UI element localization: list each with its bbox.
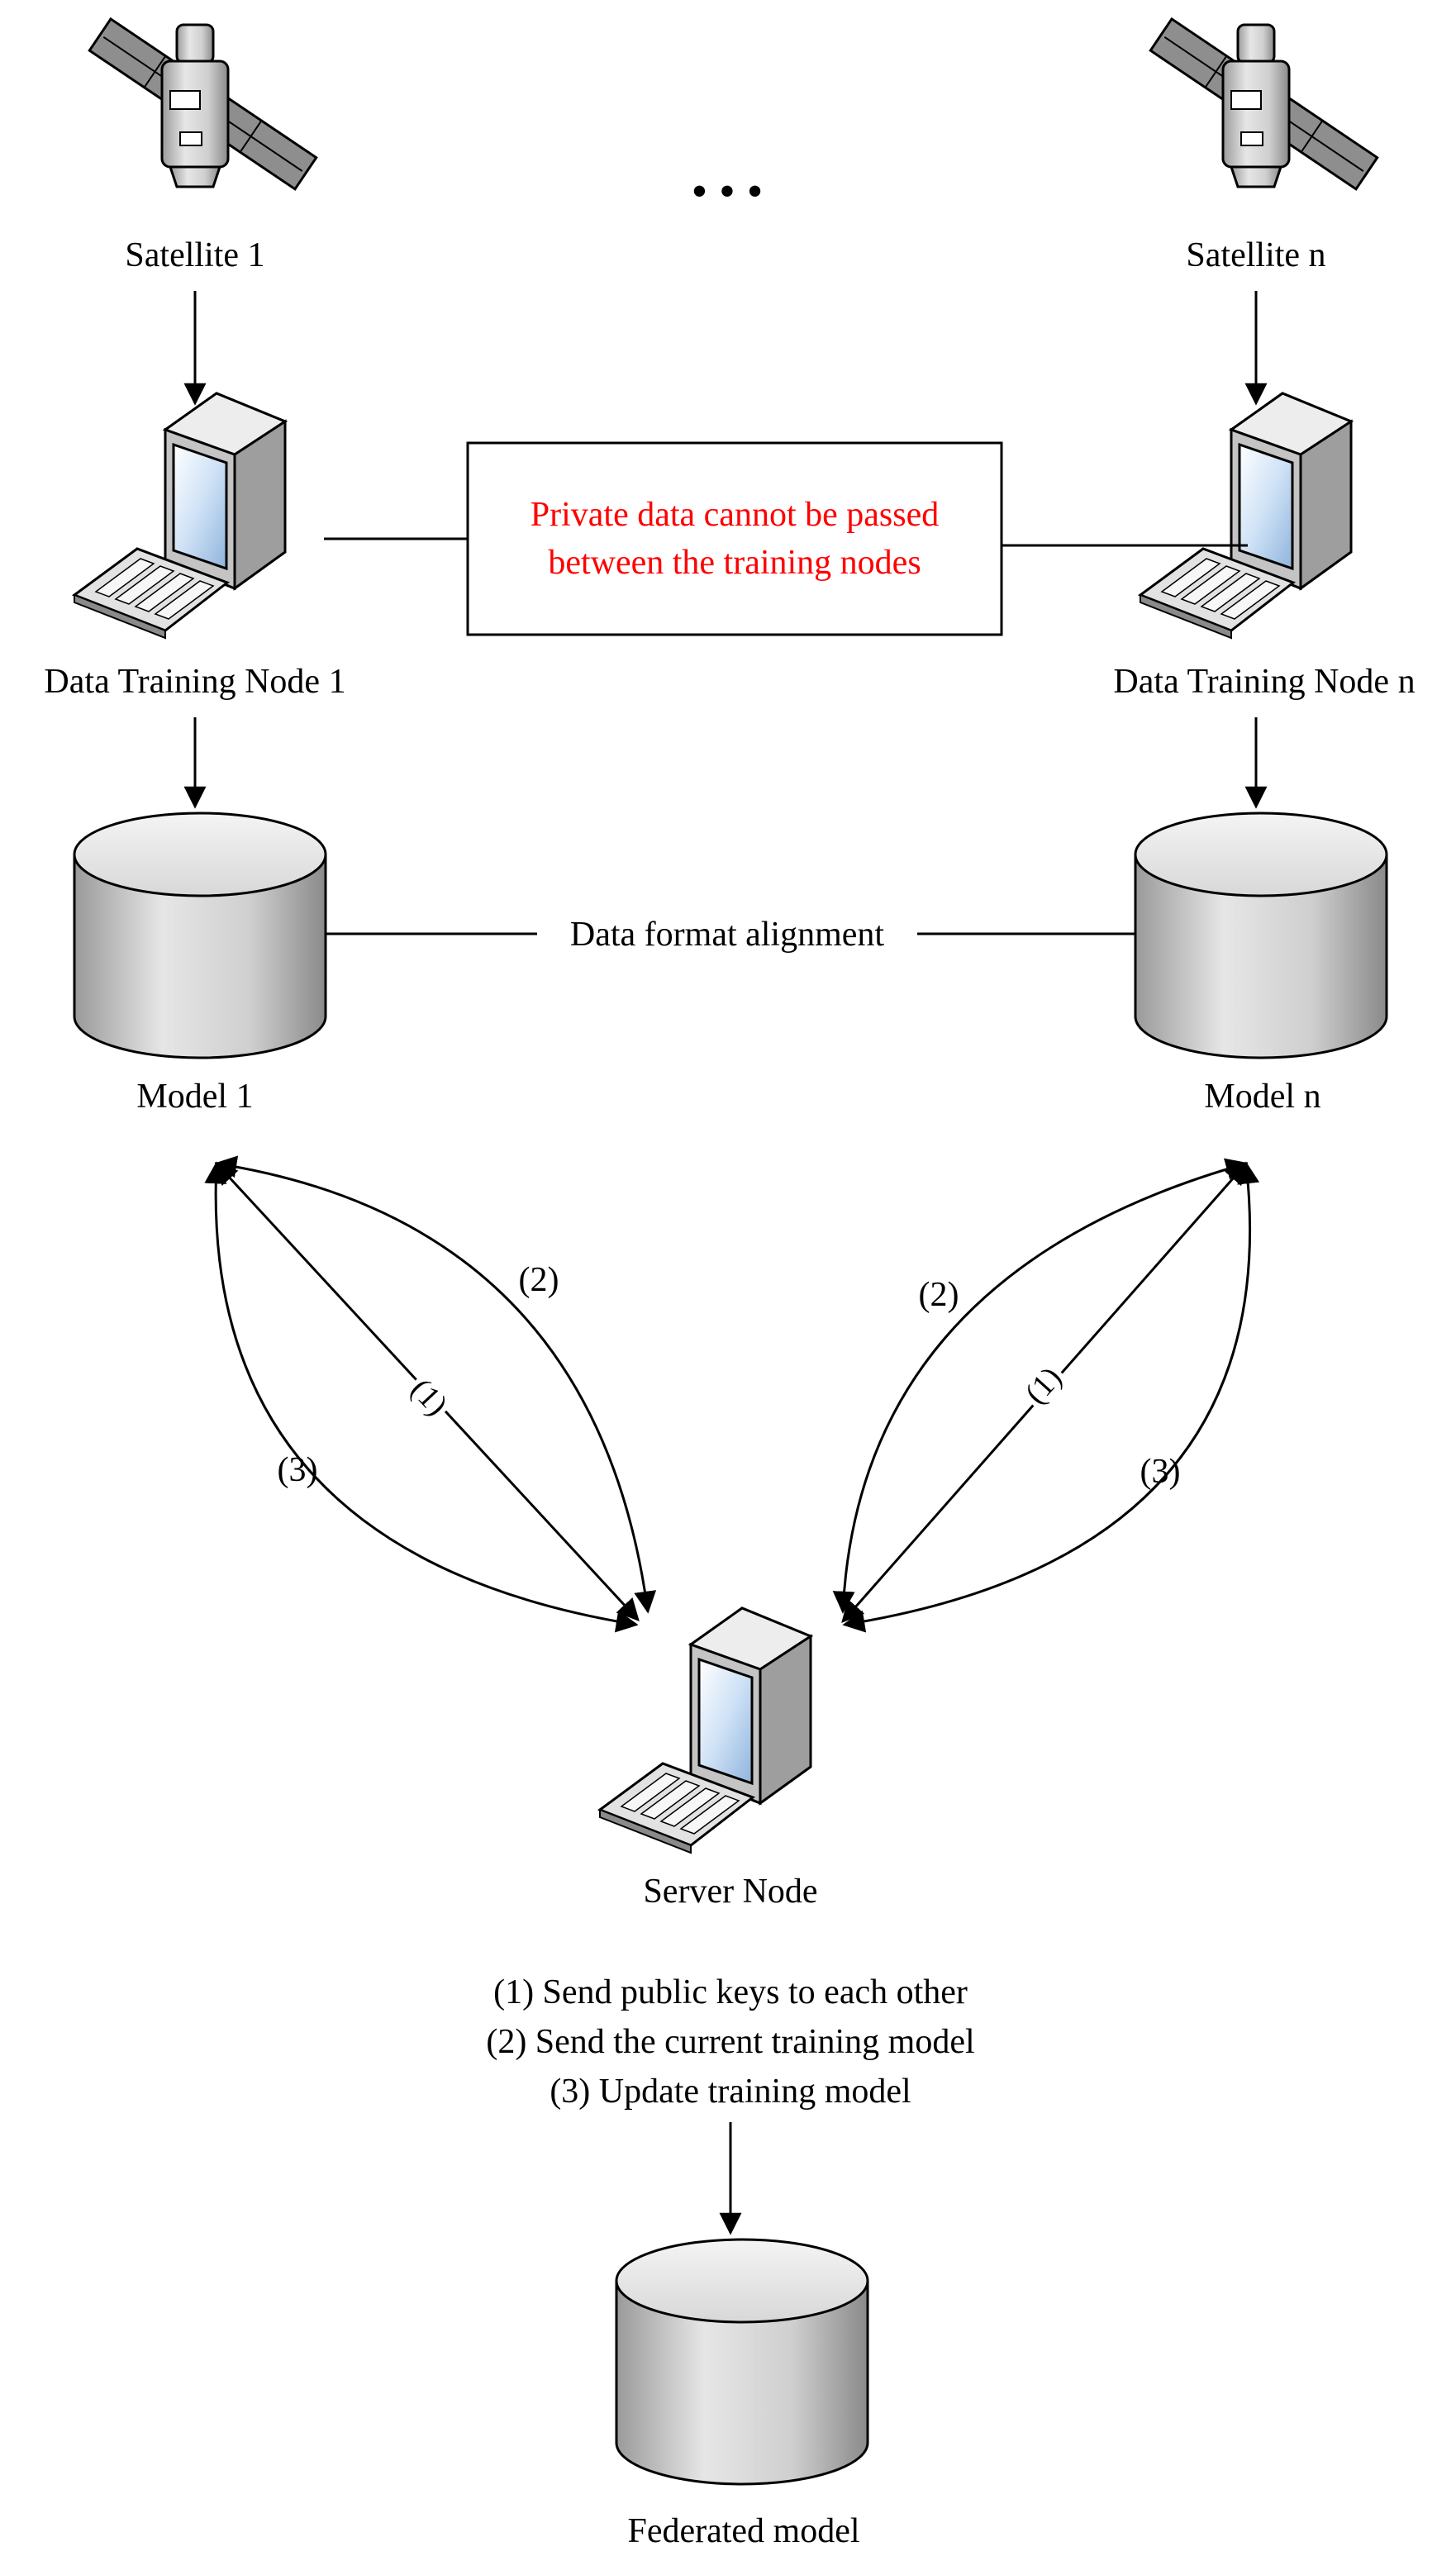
private-note-line1: Private data cannot be passed bbox=[531, 496, 939, 534]
private-note-line2: between the training nodes bbox=[548, 544, 921, 582]
left-exchange-arrows: (1) (2) (3) bbox=[204, 1155, 657, 1633]
left-step3-label: (3) bbox=[278, 1451, 318, 1489]
legend-line-3: (3) Update training model bbox=[550, 2073, 911, 2111]
right-step1-label: (1) bbox=[1018, 1360, 1068, 1411]
training-node-1-label: Data Training Node 1 bbox=[44, 663, 345, 701]
alignment-label: Data format alignment bbox=[570, 916, 885, 954]
federated-model-database-icon bbox=[615, 2238, 869, 2486]
right-step3-label: (3) bbox=[1140, 1453, 1181, 1491]
model-n-database-icon bbox=[1134, 812, 1388, 1059]
server-node-icon bbox=[598, 1606, 812, 1854]
right-step2-label: (2) bbox=[919, 1276, 959, 1314]
training-node-n-label: Data Training Node n bbox=[1113, 663, 1415, 701]
left-step1-label: (1) bbox=[404, 1372, 454, 1422]
right-exchange-arrows: (1) (2) (3) bbox=[832, 1158, 1260, 1633]
satellite-1-icon bbox=[88, 17, 318, 191]
legend-line-1: (1) Send public keys to each other bbox=[493, 1973, 968, 2011]
satellite-1-label: Satellite 1 bbox=[125, 236, 264, 274]
steps-legend: (1) Send public keys to each other (2) S… bbox=[486, 1973, 974, 2111]
training-node-1-icon bbox=[73, 392, 287, 640]
satellite-n-icon bbox=[1149, 17, 1379, 191]
right-arrow-step3 bbox=[842, 1161, 1260, 1633]
federated-model-label: Federated model bbox=[627, 2512, 859, 2550]
model-n-label: Model n bbox=[1204, 1078, 1320, 1116]
left-step2-label: (2) bbox=[519, 1261, 559, 1299]
training-node-n-icon bbox=[1139, 392, 1353, 640]
private-data-note: Private data cannot be passed between th… bbox=[466, 441, 1003, 636]
satellite-n-label: Satellite n bbox=[1186, 236, 1325, 274]
server-node-label: Server Node bbox=[643, 1873, 817, 1911]
model-1-label: Model 1 bbox=[136, 1078, 253, 1116]
left-arrow-step3 bbox=[204, 1161, 639, 1633]
legend-line-2: (2) Send the current training model bbox=[486, 2023, 974, 2061]
ellipsis: • • • bbox=[692, 166, 764, 217]
model-1-database-icon bbox=[73, 812, 327, 1059]
